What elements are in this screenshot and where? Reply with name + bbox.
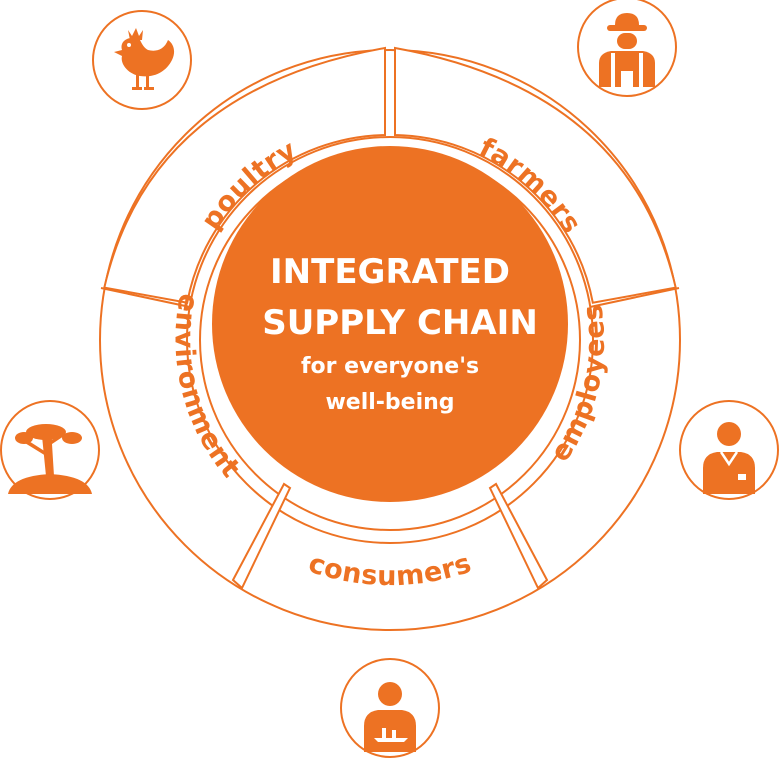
segment-farmers bbox=[394, 46, 677, 304]
outer-ring bbox=[99, 49, 681, 631]
tree-icon bbox=[0, 400, 100, 500]
center-title-line1: INTEGRATED bbox=[270, 252, 510, 292]
farmer-icon bbox=[577, 0, 677, 97]
divider-environment-poultry bbox=[100, 287, 191, 308]
chicken-icon bbox=[92, 10, 192, 110]
divider-consumers-employees bbox=[488, 482, 549, 590]
consumer-icon bbox=[340, 658, 440, 758]
center-disc bbox=[212, 146, 568, 502]
divider-employees-farmers bbox=[589, 287, 680, 308]
center-subtitle-line2: well-being bbox=[325, 390, 454, 415]
divider-environment-consumers bbox=[231, 482, 292, 590]
inner-ring-outer bbox=[186, 136, 594, 544]
center-subtitle-line1: for everyone's bbox=[301, 354, 479, 379]
label-consumers: consumers bbox=[305, 548, 476, 593]
employee-icon bbox=[679, 400, 779, 500]
segment-poultry bbox=[103, 46, 386, 304]
center-title-line2: SUPPLY CHAIN bbox=[262, 303, 538, 343]
